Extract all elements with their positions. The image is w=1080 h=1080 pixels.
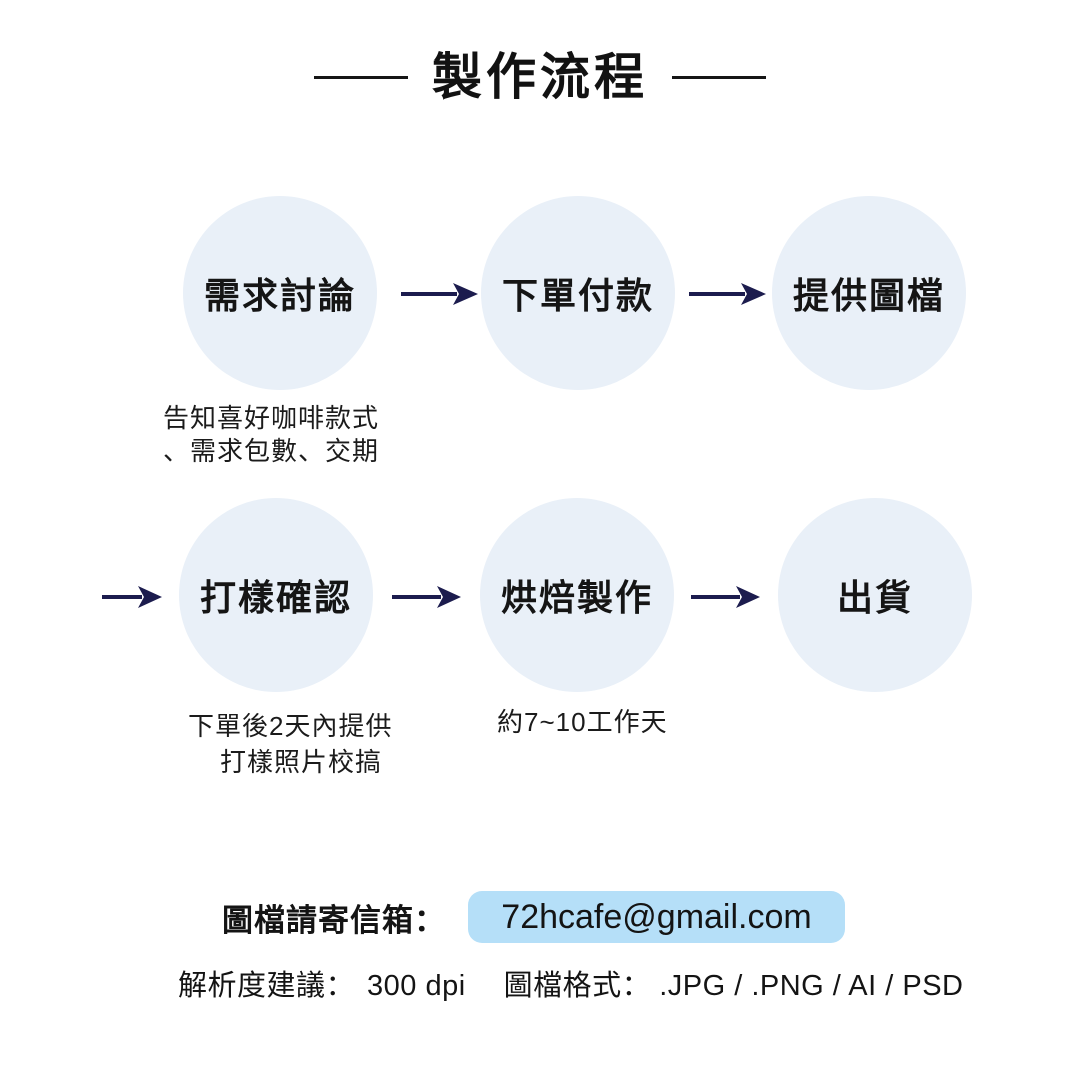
caption-line: 告知喜好咖啡款式 [163, 403, 380, 433]
title-right-rule [672, 75, 766, 79]
flow-arrow-icon [391, 584, 461, 610]
format-label: 圖檔格式： [503, 970, 652, 1002]
step-caption-proof-confirm: 下單後2天內提供 打樣照片校搞 [188, 708, 392, 780]
step-label: 需求討論 [203, 275, 356, 316]
title-left-rule [314, 75, 408, 79]
step-label: 提供圖檔 [792, 275, 945, 316]
caption-line: 、需求包數、交期 [163, 436, 380, 466]
step-circle-shipping: 出貨 [778, 498, 972, 692]
resolution-label: 解析度建議： [178, 970, 356, 1002]
step-label: 烘焙製作 [500, 577, 653, 618]
step-circle-roasting: 烘焙製作 [480, 498, 674, 692]
resolution-value: 300 dpi [367, 970, 466, 1002]
flow-arrow-icon [400, 281, 478, 307]
step-label: 打樣確認 [199, 577, 352, 618]
step-label: 出貨 [836, 577, 913, 618]
flow-arrow-icon [102, 584, 162, 610]
step-label: 下單付款 [501, 275, 654, 316]
title-block: 製作流程 [0, 46, 1080, 108]
step-caption-roasting: 約7~10工作天 [497, 706, 668, 739]
step-circle-order-payment: 下單付款 [481, 196, 675, 390]
flow-arrow-icon [688, 281, 766, 307]
step-caption-discussion: 告知喜好咖啡款式 、需求包數、交期 [163, 402, 379, 468]
email-badge: 72hcafe@gmail.com [468, 891, 845, 943]
email-label: 圖檔請寄信箱： [222, 902, 446, 938]
format-value: .JPG / .PNG / AI / PSD [659, 970, 964, 1002]
step-circle-discussion: 需求討論 [183, 196, 377, 390]
flow-arrow-icon [690, 584, 760, 610]
caption-line: 約7~10工作天 [497, 707, 668, 737]
step-circle-provide-artwork: 提供圖檔 [772, 196, 966, 390]
caption-line: 下單後2天內提供 [188, 711, 393, 741]
file-specs-line: 解析度建議： 300 dpi 圖檔格式：.JPG / .PNG / AI / PSD [178, 962, 964, 1004]
contact-row: 圖檔請寄信箱： 72hcafe@gmail.com [222, 890, 845, 944]
page-title: 製作流程 [432, 49, 648, 105]
step-circle-proof-confirm: 打樣確認 [179, 498, 373, 692]
caption-line: 打樣照片校搞 [220, 747, 383, 777]
